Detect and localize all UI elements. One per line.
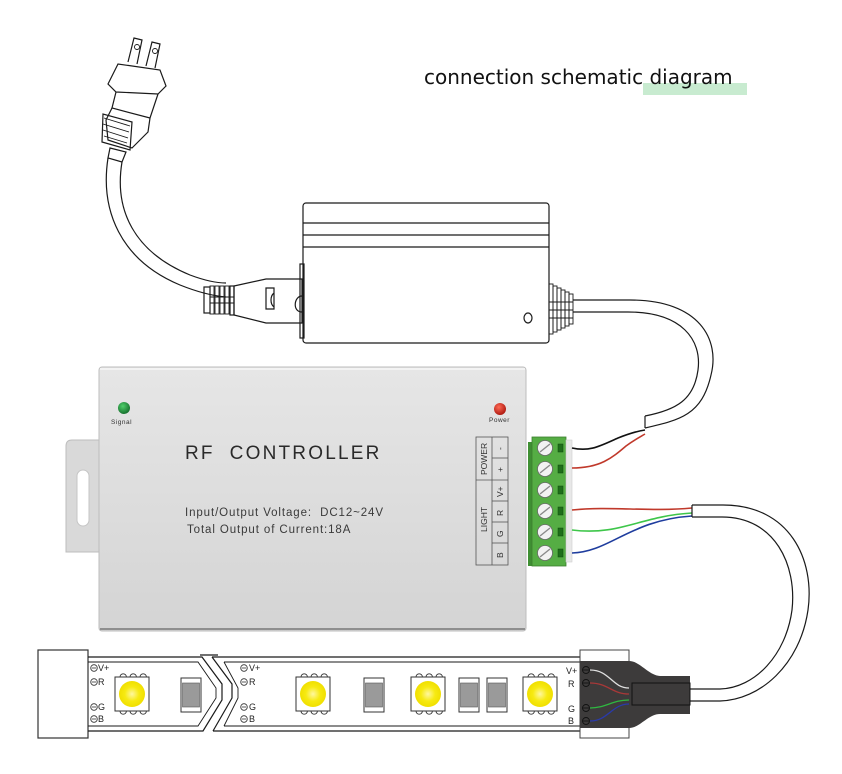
power-input-wires [571, 429, 646, 469]
resistor-icon [363, 677, 385, 713]
title-text: connection schematic diagram [424, 65, 733, 89]
wire-blue-b [571, 515, 693, 554]
seg1-label-b: B [98, 714, 104, 724]
terminal-screw-r[interactable] [537, 503, 564, 519]
power-adapter [203, 202, 574, 344]
terminal-screw-g[interactable] [537, 524, 564, 540]
led-chip-icon [522, 673, 558, 715]
signal-label: Signal [111, 419, 132, 426]
led-chip-icon [114, 673, 150, 715]
diagram-title: connection schematic diagram [424, 65, 747, 95]
seg2-label-vplus: V+ [249, 663, 260, 673]
seg1-label-g: G [98, 702, 105, 712]
resistor-icon [458, 677, 480, 713]
terminal-group-light: LIGHT [479, 507, 489, 532]
terminal-label-table: POWER LIGHT - + V+ R G B [475, 436, 509, 566]
adapter-output-ribs [548, 283, 574, 335]
strip-end-connector [579, 649, 691, 739]
end-label-g: G [568, 704, 575, 714]
wire-black-negative [571, 429, 646, 451]
ac-plug-icon [101, 37, 167, 163]
segment1-labels: V+ R G B [98, 663, 109, 724]
connector-wire-red [589, 682, 630, 695]
rgb-output-wires [571, 507, 693, 554]
dc-output-cable [573, 299, 714, 429]
terminal-label-b: B [495, 552, 505, 558]
solder-pad-icons [90, 664, 248, 723]
controller-title: RF CONTROLLER [185, 443, 382, 464]
terminal-label-plus: + [495, 467, 505, 472]
terminal-screw-vplus[interactable] [537, 482, 564, 498]
controller-spec-voltage: Input/Output Voltage: DC12~24V [185, 507, 384, 519]
wire-red-positive [571, 433, 646, 469]
terminal-label-vplus: V+ [495, 486, 505, 497]
terminal-screw-minus[interactable] [537, 440, 564, 456]
title-highlight [643, 83, 747, 95]
connector-pins [582, 666, 590, 725]
end-labels: V+ R G B [566, 666, 577, 726]
rf-controller: Signal Power RF CONTROLLER Input/Output … [65, 366, 527, 632]
end-label-b: B [568, 716, 574, 726]
led-chip-icon [410, 673, 446, 715]
mounting-slot [76, 469, 90, 527]
power-label: Power [489, 417, 510, 424]
power-led-icon [494, 403, 506, 415]
connector-wire-blue [589, 703, 630, 722]
seg2-label-g: G [249, 702, 256, 712]
wire-green-g [571, 512, 693, 532]
seg1-label-vplus: V+ [98, 663, 109, 673]
controller-spec-current: Total Output of Current:18A [187, 524, 351, 536]
connector-wire-green [589, 699, 630, 709]
seg1-label-r: R [98, 677, 105, 687]
terminal-label-minus: - [495, 447, 505, 450]
wire-red-r [571, 507, 693, 511]
end-label-r: R [568, 679, 575, 689]
terminal-label-g: G [495, 530, 505, 537]
adapter-indicator-icon [523, 312, 533, 324]
terminal-group-power: POWER [479, 443, 489, 475]
resistor-icon [180, 677, 202, 713]
end-label-vplus: V+ [566, 666, 577, 676]
strip-end-cap [37, 649, 89, 739]
strip-cable [690, 504, 810, 702]
led-strip: V+ R G B V+ R G B V+ R G B [37, 649, 691, 739]
seg2-label-b: B [249, 714, 255, 724]
adapter-input-ribs [209, 285, 234, 315]
segment2-labels: V+ R G B [249, 663, 260, 724]
resistor-icon [486, 677, 508, 713]
seg2-label-r: R [249, 677, 256, 687]
controller-body [98, 366, 527, 632]
ac-power-cord [105, 157, 227, 298]
signal-led-icon [118, 402, 130, 414]
terminal-screw-b[interactable] [537, 545, 564, 561]
terminal-label-r: R [495, 510, 505, 516]
led-chip-icon [295, 673, 331, 715]
terminal-screw-plus[interactable] [537, 461, 564, 477]
connector-wire-white [589, 669, 630, 689]
terminal-block [528, 436, 573, 567]
